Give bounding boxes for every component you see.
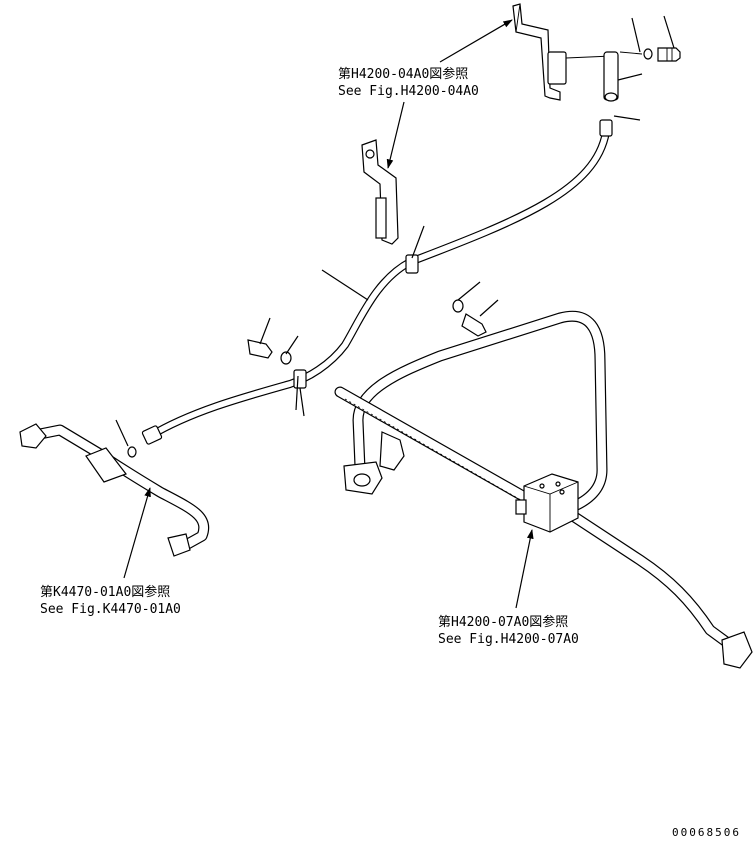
leader-line	[259, 317, 271, 345]
tube-fitting	[721, 631, 753, 669]
arrow-to-upper-bracket	[439, 19, 513, 63]
tube-fitting	[19, 423, 47, 449]
hose-fitting	[599, 119, 613, 137]
leader-line	[617, 73, 643, 81]
hose-clamp	[405, 254, 419, 274]
washer	[643, 48, 653, 60]
bolt	[247, 339, 273, 359]
callout-h4200-04a0-jp: 第H4200-04A0図参照	[338, 66, 468, 82]
hydraulic-hose	[141, 119, 613, 445]
tube-joint	[85, 447, 127, 483]
leader-line	[613, 115, 641, 121]
washer	[452, 299, 464, 313]
leader-line	[479, 299, 499, 317]
upper-bracket-assembly	[512, 3, 681, 121]
leader-line	[411, 225, 425, 259]
tube-fitting	[167, 533, 191, 557]
callout-h4200-07a0-jp: 第H4200-07A0図参照	[438, 614, 568, 630]
leader-line	[299, 387, 305, 417]
bolt	[657, 47, 681, 62]
arrow-to-manifold	[515, 529, 534, 609]
drawing-number: 00068506	[672, 826, 741, 839]
left-tube-assembly	[19, 419, 210, 557]
leader-line	[285, 335, 299, 355]
callout-h4200-07a0-en: See Fig.H4200-07A0	[438, 632, 579, 647]
leader-line	[321, 269, 369, 301]
bolt	[461, 313, 487, 337]
arrow-to-middle-bracket	[386, 101, 405, 169]
middle-bracket	[321, 139, 499, 337]
main-tube-loop	[334, 310, 753, 669]
callout-k4470-01a0-jp: 第K4470-01A0図参照	[40, 584, 170, 600]
callout-h4200-04a0-en: See Fig.H4200-04A0	[338, 84, 479, 99]
lower-hose-clamp	[247, 317, 307, 417]
valve-manifold-block	[515, 473, 579, 533]
washer	[280, 351, 292, 365]
hose-fitting	[141, 425, 163, 445]
callout-k4470-01a0-en: See Fig.K4470-01A0	[40, 602, 181, 617]
leader-line	[457, 281, 481, 301]
tube-fitting	[379, 431, 405, 471]
leader-line	[631, 17, 641, 53]
leader-line	[295, 375, 299, 411]
leader-line	[663, 15, 675, 49]
arrow-to-left-tube	[123, 487, 151, 579]
o-ring	[127, 446, 137, 458]
leader-line	[115, 419, 129, 447]
